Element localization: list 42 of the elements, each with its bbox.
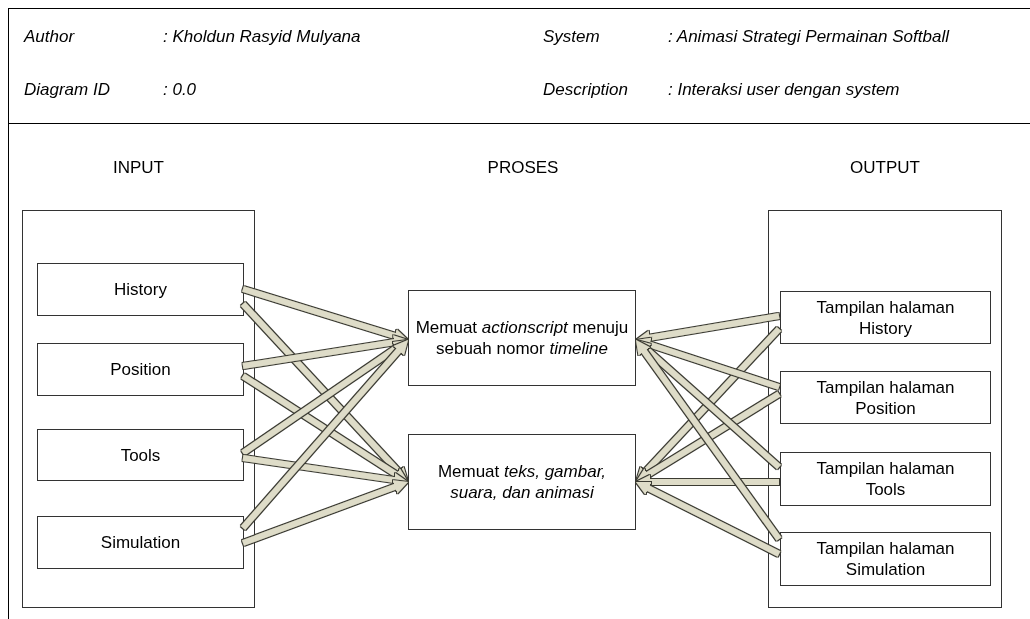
- group-heading: INPUT: [113, 158, 164, 178]
- box-label: Simulation: [99, 532, 182, 553]
- header-text: : 0.0: [163, 80, 197, 100]
- box-label: History: [113, 279, 168, 300]
- box-label: Tampilan halaman History: [815, 296, 956, 339]
- box-label: Tools: [119, 444, 162, 466]
- box-label: Memuat actionscript menuju sebuah nomor timeline: [414, 317, 630, 359]
- box-label: Position: [109, 359, 172, 380]
- box-label: Tampilan halaman Position: [815, 376, 956, 419]
- arrow: [636, 337, 780, 390]
- header-text: Diagram ID: [24, 80, 110, 100]
- arrow: [240, 301, 408, 482]
- process-box: [408, 290, 636, 386]
- column-heading: PROSES: [487, 158, 559, 178]
- group-heading: OUTPUT: [850, 158, 920, 178]
- process-box: [37, 263, 244, 316]
- header-text: System: [543, 27, 600, 47]
- arrow: [242, 286, 408, 343]
- process-box: [780, 291, 991, 344]
- arrow: [241, 373, 408, 482]
- arrow: [636, 340, 782, 541]
- arrow: [636, 482, 781, 557]
- process-box: [37, 429, 244, 481]
- header-text: : Animasi Strategi Permainan Softball: [668, 27, 951, 47]
- process-box: [780, 532, 991, 586]
- process-box: [37, 516, 244, 569]
- header-text: : Kholdun Rasyid Mulyana: [163, 27, 361, 47]
- process-box: [408, 434, 636, 530]
- arrow: [241, 480, 408, 546]
- process-box: [780, 371, 991, 424]
- process-box: [780, 452, 991, 506]
- process-box: [37, 343, 244, 396]
- arrow: [636, 326, 782, 482]
- header-text: : Interaksi user dengan system: [668, 80, 900, 100]
- box-label: Tampilan halaman Simulation: [815, 538, 956, 580]
- header-text: Description: [543, 80, 629, 100]
- box-label: Tampilan halaman Tools: [815, 458, 956, 500]
- box-label: Memuat teks, gambar, suara, dan animasi: [436, 461, 608, 503]
- arrow: [241, 340, 408, 456]
- header-text: Author: [24, 27, 75, 47]
- arrow: [240, 340, 408, 530]
- arrow: [636, 391, 781, 482]
